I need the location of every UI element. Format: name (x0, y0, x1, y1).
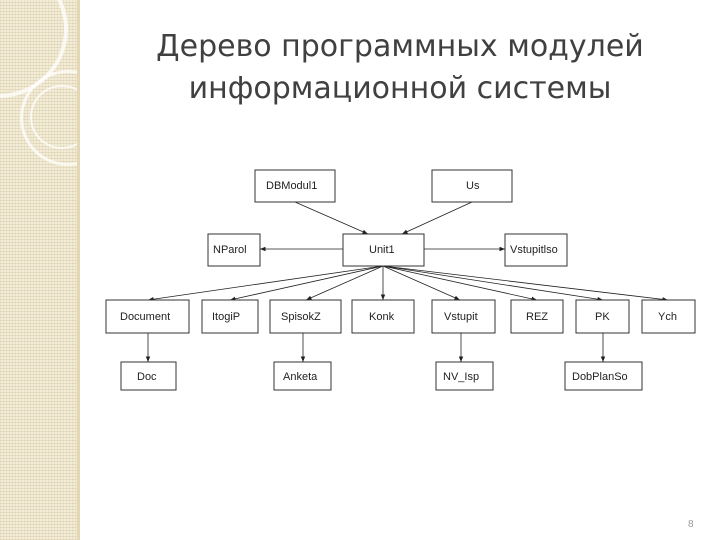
node-label: Vstupitlso (510, 244, 558, 256)
node-label: Document (120, 311, 170, 323)
edge-unit1-rez (382, 265, 538, 301)
node-label: DBModul1 (266, 180, 317, 192)
node-label: Anketa (283, 371, 318, 383)
node-label: NV_Isp (443, 371, 479, 383)
decorative-side-strip (0, 0, 80, 540)
edge-unit1-vstupit (382, 265, 461, 301)
edge-unit1-spisokz (305, 265, 384, 301)
edge-dbmodul1-unit1 (294, 201, 369, 235)
node-label: Vstupit (444, 311, 478, 323)
node-label: Konk (369, 311, 395, 323)
edge-us-unit1 (401, 201, 473, 235)
edge-unit1-document (147, 265, 384, 302)
node-label: Ych (658, 311, 677, 323)
edge-unit1-itogip (229, 265, 384, 301)
node-label: SpisokZ (281, 311, 321, 323)
node-unit1: Unit1 (342, 233, 425, 267)
node-label: DobPlanSo (572, 371, 628, 383)
node-rez: REZ (510, 299, 564, 334)
node-nv-isp: NV_Isp (435, 361, 494, 391)
node-vstupit: Vstupit (431, 299, 496, 334)
decorative-swirl (30, 85, 80, 149)
slide-title-line-1: Дерево программных модулей (156, 29, 644, 64)
node-label: Unit1 (369, 244, 395, 256)
node-label: Doc (137, 371, 157, 383)
slide-title-line-2: информационной системы (188, 71, 612, 106)
node-spisokz: SpisokZ (269, 299, 342, 334)
node-doc: Doc (120, 361, 177, 391)
node-nparol: NParol (207, 233, 261, 267)
diagram-edges (145, 201, 669, 362)
slide-title: Дерево программных модулей информационно… (120, 26, 680, 110)
node-pk: PK (575, 299, 630, 334)
edge-unit1-pk (382, 265, 604, 302)
edge-unit1-ych (382, 265, 669, 302)
node-label: Us (466, 180, 480, 192)
node-label: NParol (213, 244, 247, 256)
node-label: ItogiP (212, 311, 240, 323)
node-label: REZ (526, 311, 548, 323)
node-dbmodul1: DBModul1 (254, 169, 336, 203)
strip-edge (77, 0, 80, 540)
node-anketa: Anketa (273, 361, 332, 391)
node-us: Us (431, 169, 513, 203)
node-label: PK (595, 311, 610, 323)
node-document: Document (105, 299, 190, 334)
node-vstupitlso: Vstupitlso (504, 233, 568, 267)
node-itogip: ItogiP (201, 299, 259, 334)
page-number: 8 (688, 519, 694, 530)
node-dobplanso: DobPlanSo (564, 361, 643, 391)
node-konk: Konk (351, 299, 415, 334)
node-ych: Ych (641, 299, 696, 334)
